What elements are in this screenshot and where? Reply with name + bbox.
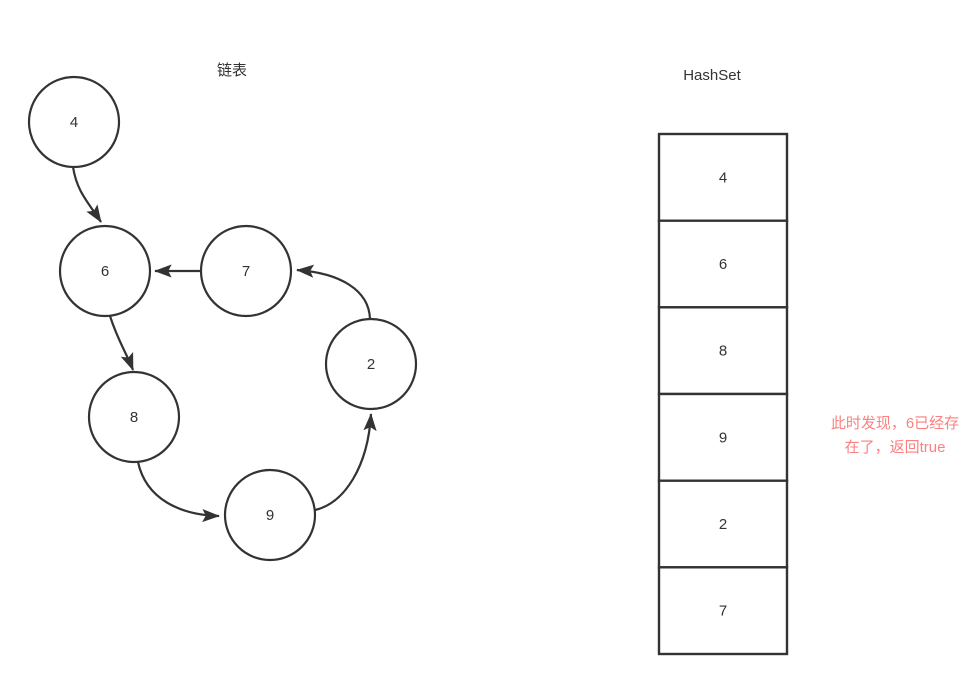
node-circle[interactable] — [58, 224, 152, 318]
linked-list-edges — [71, 166, 377, 523]
annotation-line-1: 此时发现，6已经存 — [831, 415, 959, 432]
hashset-cell-1[interactable]: 6 — [657, 219, 789, 309]
hashset-cell-5[interactable]: 7 — [657, 566, 789, 656]
cell-label: 4 — [719, 169, 727, 186]
hashset-cell-2[interactable]: 8 — [657, 306, 789, 396]
cell-label: 8 — [719, 343, 727, 360]
edge-8-to-9 — [136, 461, 220, 523]
node-2[interactable]: 2 — [324, 317, 418, 411]
node-circle[interactable] — [223, 468, 317, 562]
node-label: 6 — [101, 263, 109, 280]
node-label: 8 — [130, 409, 138, 426]
linked-list-title: 链表 — [217, 62, 247, 79]
hashset-cell-4[interactable]: 2 — [657, 479, 789, 569]
node-label: 9 — [266, 507, 274, 524]
hashset-cell-0[interactable]: 4 — [657, 132, 789, 222]
hashset-group: HashSet 4 6 8 9 2 7 — [657, 67, 789, 656]
cell-label: 7 — [719, 603, 727, 620]
annotation-line-2: 在了，返回true — [845, 439, 946, 456]
node-label: 2 — [367, 356, 375, 373]
node-8[interactable]: 8 — [87, 370, 181, 464]
cell-box[interactable] — [657, 219, 789, 309]
node-circle[interactable] — [199, 224, 293, 318]
cell-box[interactable] — [657, 392, 789, 482]
edge-9-to-2 — [314, 413, 377, 512]
cell-box[interactable] — [657, 479, 789, 569]
annotation-note: 此时发现，6已经存 在了，返回true — [831, 415, 959, 456]
node-circle[interactable] — [27, 75, 121, 169]
cell-label: 9 — [719, 429, 727, 446]
cell-box[interactable] — [657, 306, 789, 396]
node-9[interactable]: 9 — [223, 468, 317, 562]
cell-box[interactable] — [657, 132, 789, 222]
hashset-title: HashSet — [683, 67, 741, 84]
node-label: 4 — [70, 114, 78, 131]
node-circle[interactable] — [87, 370, 181, 464]
cell-label: 2 — [719, 516, 727, 533]
edge-4-to-6 — [71, 166, 102, 223]
node-circle[interactable] — [324, 317, 418, 411]
hashset-cell-3[interactable]: 9 — [657, 392, 789, 482]
cell-box[interactable] — [657, 566, 789, 656]
edge-2-to-7 — [296, 264, 372, 320]
node-label: 7 — [242, 263, 250, 280]
node-4[interactable]: 4 — [27, 75, 121, 169]
node-6[interactable]: 6 — [58, 224, 152, 318]
node-7[interactable]: 7 — [199, 224, 293, 318]
linked-list-group: 链表 4 6 7 2 8 — [27, 62, 418, 562]
cell-label: 6 — [719, 256, 727, 273]
edge-6-to-8 — [108, 315, 135, 371]
